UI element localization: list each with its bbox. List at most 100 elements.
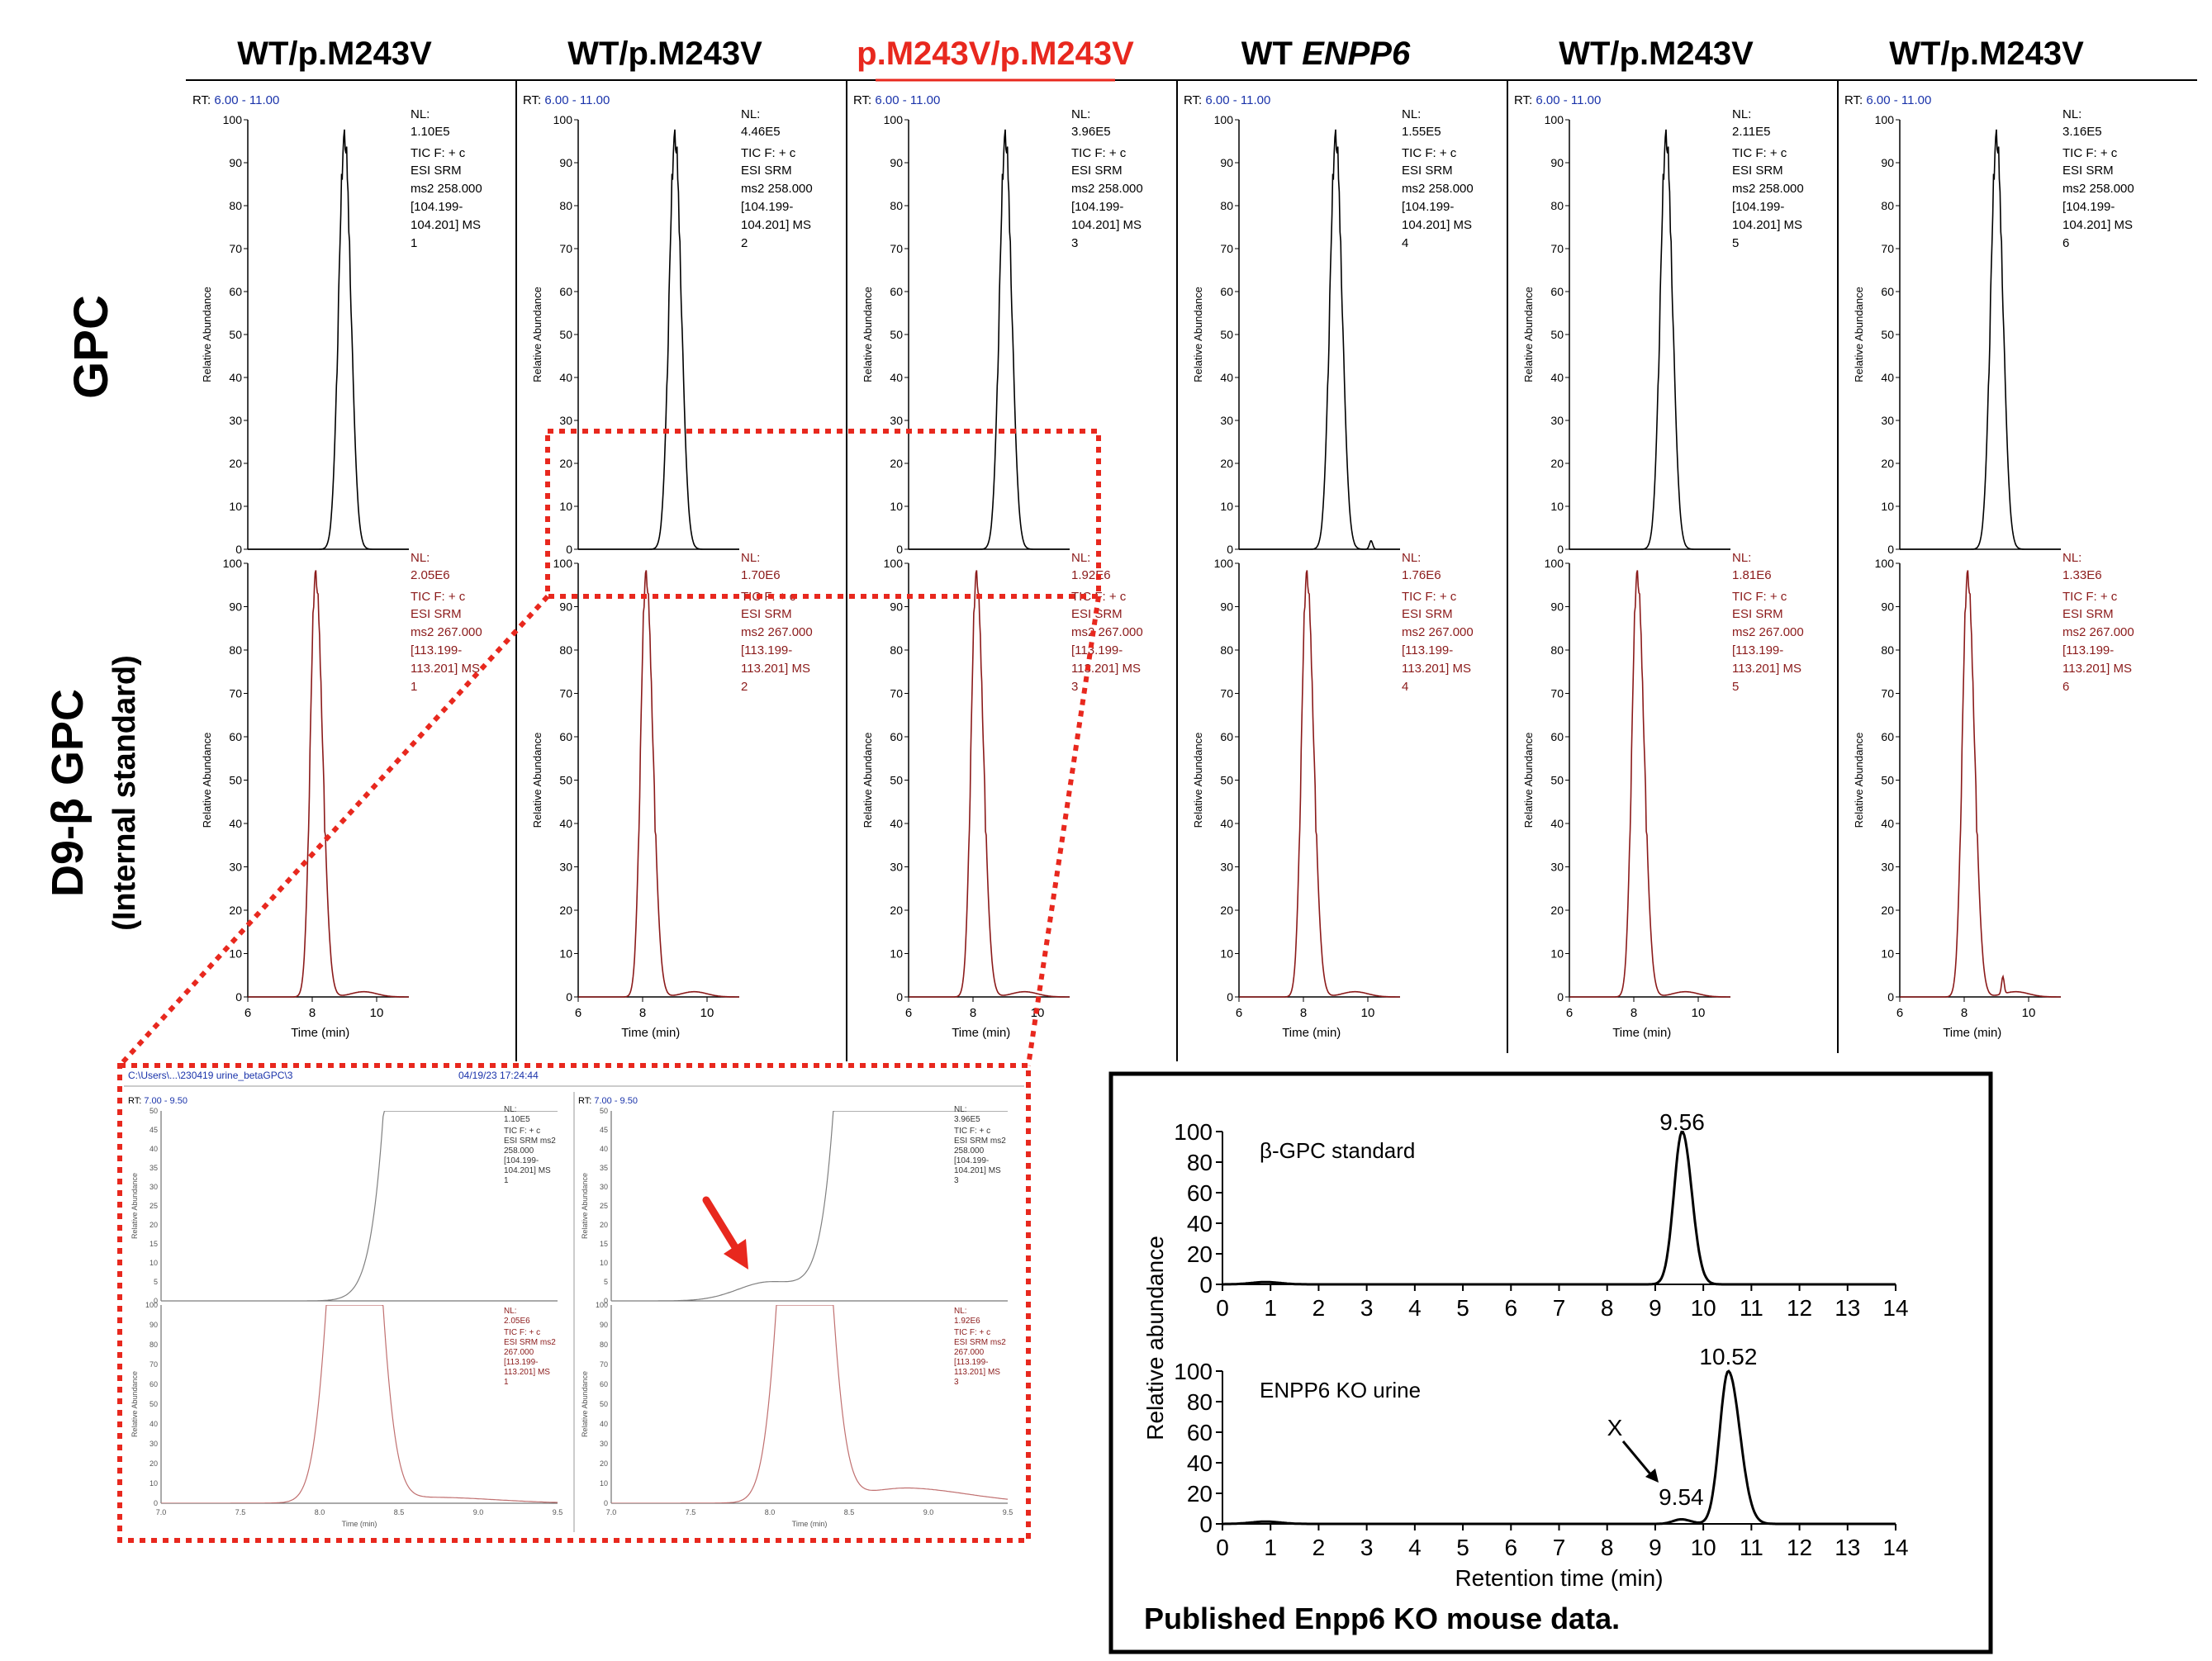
y-tick-label: 80 — [559, 643, 572, 657]
rt-prefix: RT: — [1514, 93, 1536, 107]
pub-x-tick-label: 12 — [1787, 1295, 1812, 1321]
y-tick-label: 100 — [1214, 557, 1234, 570]
column-header-text: WT/p.M243V — [567, 36, 762, 72]
row-label-d9: D9-β GPC — [43, 689, 93, 897]
pub-x-tick-label: 1 — [1264, 1535, 1277, 1560]
pub-x-tick-label: 14 — [1882, 1295, 1908, 1321]
zoom-x-tick-label: 7.5 — [235, 1508, 246, 1516]
ms2-label: ms2 258.000 — [1402, 182, 1474, 196]
pub-y-axis-label: Relative abundance — [1142, 1236, 1168, 1440]
d9-trace — [1569, 570, 1730, 998]
y-tick-label: 80 — [1881, 643, 1894, 657]
zoom-y-tick-label: 50 — [600, 1400, 608, 1408]
nl-label: NL: — [2062, 107, 2081, 121]
y-tick-label: 0 — [235, 990, 242, 1004]
pub-x-tick-label: 4 — [1408, 1295, 1422, 1321]
pub-y-tick-label: 100 — [1174, 1119, 1213, 1145]
pub-y-tick-label: 100 — [1174, 1359, 1213, 1384]
y-tick-label: 50 — [1550, 774, 1564, 787]
y-tick-label: 10 — [229, 500, 242, 513]
esi-label: ESI SRM — [2062, 164, 2114, 178]
zoom-connector-left — [117, 594, 550, 1068]
y-tick-label: 0 — [1557, 990, 1564, 1004]
pub-y-tick-label: 60 — [1187, 1420, 1213, 1445]
y-tick-label: 50 — [559, 328, 572, 341]
pub-x-tick-label: 1 — [1264, 1295, 1277, 1321]
zoom-gpc-trace — [611, 1111, 1008, 1301]
x-tick-label: 6 — [1236, 1006, 1242, 1020]
zoom-nl-label: NL: — [504, 1307, 517, 1316]
ms-index: 6 — [2062, 236, 2069, 250]
pub-x-tick-label: 0 — [1216, 1295, 1229, 1321]
tic-label: TIC F: + c — [1071, 146, 1127, 160]
zoom-range-end: 113.201] MS — [954, 1368, 1000, 1377]
zoom-y-tick-label: 10 — [150, 1259, 158, 1267]
y-tick-label: 0 — [896, 990, 903, 1004]
y-tick-label: 100 — [884, 113, 904, 126]
zoom-y-tick-label: 5 — [604, 1278, 608, 1286]
mass-range-end: 104.201] MS — [411, 218, 481, 232]
mass-range-start: [104.199- — [1732, 200, 1784, 214]
y-tick-label: 10 — [890, 947, 903, 961]
mass-range-start: [113.199- — [1402, 643, 1453, 657]
pub-x-tick-label: 13 — [1835, 1535, 1860, 1560]
zoom-nl-label: NL: — [954, 1307, 967, 1316]
pub-peak-label: 10.52 — [1699, 1344, 1757, 1369]
zoom-esi-label: ESI SRM ms2 — [504, 1338, 556, 1347]
mass-range-end: 113.201] MS — [411, 662, 480, 676]
chromatogram-column-4: RT: 6.00 - 11.000102030405060708090100Re… — [1184, 93, 1474, 1040]
y-tick-label: 90 — [890, 156, 903, 169]
gpc-trace — [1900, 129, 2061, 550]
rt-range: 6.00 - 11.00 — [544, 93, 610, 107]
y-tick-label: 30 — [1881, 414, 1894, 427]
red-arrow-head — [724, 1239, 748, 1269]
y-tick-label: 40 — [890, 371, 903, 384]
y-tick-label: 20 — [559, 457, 572, 470]
pub-x-tick-label: 3 — [1360, 1295, 1374, 1321]
zoom-y-tick-label: 15 — [600, 1240, 608, 1248]
ms2-label: ms2 267.000 — [1402, 625, 1474, 639]
y-tick-label: 20 — [559, 904, 572, 917]
red-arrow-icon — [702, 1196, 748, 1269]
y-tick-label: 60 — [229, 285, 242, 298]
d9-trace — [1239, 570, 1400, 998]
y-tick-label: 10 — [229, 947, 242, 961]
y-tick-label: 40 — [890, 817, 903, 830]
pub-y-tick-label: 80 — [1187, 1389, 1213, 1415]
tic-label: TIC F: + c — [2062, 146, 2118, 160]
zoom-panel-2: RT: 7.00 - 9.5005101520253035404550Relat… — [578, 1096, 1013, 1528]
x-tick-label: 8 — [309, 1006, 316, 1020]
y-tick-label: 70 — [559, 687, 572, 700]
y-tick-label: 100 — [884, 557, 904, 570]
y-tick-label: 80 — [1220, 199, 1233, 212]
y-tick-label: 20 — [1881, 457, 1894, 470]
rt-range: 7.00 - 9.50 — [594, 1096, 638, 1106]
chromatogram-column-5: RT: 6.00 - 11.000102030405060708090100Re… — [1514, 93, 1804, 1040]
zoom-tic-label: TIC F: + c — [504, 1328, 540, 1337]
zoom-y-tick-label: 40 — [150, 1420, 158, 1428]
y-tick-label: 20 — [1550, 904, 1564, 917]
mass-range-end: 113.201] MS — [1402, 662, 1471, 676]
zoom-mass: 258.000 — [954, 1146, 985, 1156]
zoom-range-end: 104.201] MS — [504, 1166, 551, 1175]
rt-prefix: RT: — [192, 93, 214, 107]
y-tick-label: 100 — [1875, 113, 1895, 126]
zoom-nl-value: 1.10E5 — [504, 1115, 530, 1124]
zoom-y-tick-label: 45 — [600, 1126, 608, 1134]
mass-range-end: 104.201] MS — [1071, 218, 1142, 232]
y-tick-label: 90 — [229, 156, 242, 169]
ms-index: 4 — [1402, 680, 1408, 694]
red-arrow-shaft — [702, 1196, 739, 1251]
y-tick-label: 0 — [566, 990, 572, 1004]
y-tick-label: 50 — [229, 774, 242, 787]
ms2-label: ms2 258.000 — [1732, 182, 1804, 196]
nl-label: NL: — [741, 107, 760, 121]
y-tick-label: 20 — [229, 904, 242, 917]
published-box: Published Enpp6 KO mouse data.0204060801… — [1108, 1071, 1993, 1654]
ms2-label: ms2 258.000 — [741, 182, 813, 196]
y-axis-label: Relative Abundance — [201, 287, 213, 382]
y-tick-label: 70 — [559, 242, 572, 255]
x-tick-label: 6 — [1896, 1006, 1903, 1020]
y-tick-label: 70 — [229, 687, 242, 700]
